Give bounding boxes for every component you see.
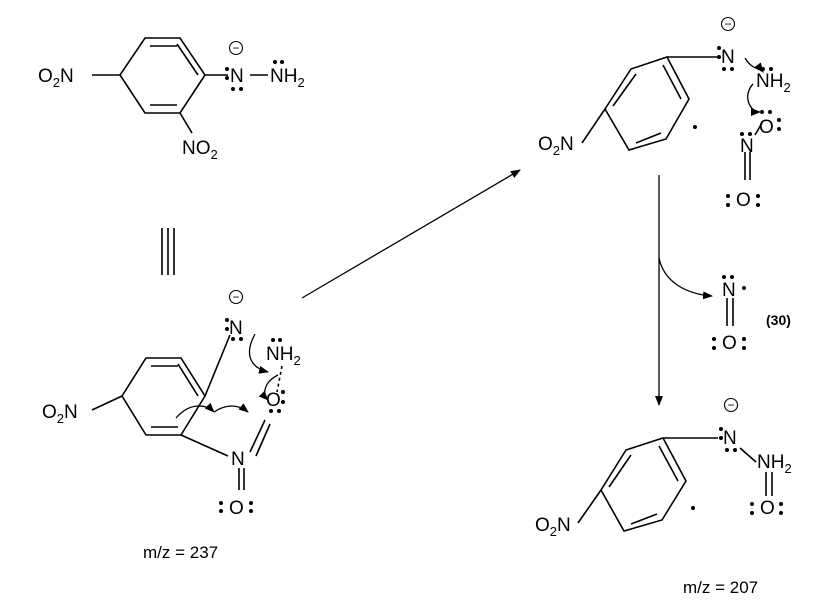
nitrite-oxygen-label: O	[759, 117, 774, 138]
ring-double-bond	[612, 73, 637, 107]
fragment-oxygen-label: O	[722, 333, 737, 354]
benzene-ring	[604, 56, 690, 151]
lone-pair-dots	[712, 275, 746, 350]
bond-n-o	[249, 419, 266, 453]
charge-sign: −	[727, 398, 734, 412]
forming-bond	[276, 365, 283, 393]
nitro-oxygen-label: O	[266, 390, 281, 411]
amino-group-label: NH2	[270, 66, 305, 90]
negative-charge-icon	[228, 40, 244, 56]
nitro-group-label: O2N	[538, 134, 574, 158]
amide-nitrogen-label: N	[721, 47, 735, 68]
mass-to-charge-caption: m/z = 237	[143, 543, 218, 562]
nitrite-oxygen-label: O	[736, 190, 751, 211]
radical-dot	[693, 125, 697, 129]
nitro-nitrogen-label: N	[231, 449, 245, 470]
bond-c-no2	[179, 112, 193, 134]
nitro-group-label: NO2	[182, 138, 218, 162]
lone-pair-dots	[693, 46, 781, 207]
bond-n-o-double	[255, 423, 271, 457]
nitroso-oxygen-label: O	[760, 498, 775, 519]
molecule-product: O2N N NH2 O −	[535, 397, 792, 539]
amino-group-label: NH2	[757, 452, 792, 476]
charge-sign: −	[232, 41, 239, 55]
nitro-group-label: O2N	[42, 402, 78, 426]
nitro-group-label: O2N	[38, 66, 74, 90]
electron-flow-arrows	[744, 57, 764, 116]
negative-charge-icon	[720, 16, 736, 32]
ring-double-bond	[630, 513, 658, 525]
reaction-arrow	[301, 169, 521, 299]
nitrite-nitrogen-label: N	[740, 136, 754, 157]
bond-c-no2	[581, 108, 606, 144]
ring-double-bond	[635, 132, 662, 144]
radical-dot	[691, 506, 695, 510]
benzene-ring	[121, 357, 206, 436]
bond-n-n	[739, 447, 757, 463]
benzene-ring	[600, 437, 687, 532]
ring-double-bond	[176, 43, 199, 76]
benzene-ring	[119, 37, 206, 114]
nitrogen-oxide-fragment: N O (30)	[712, 275, 791, 354]
molecule-dinitrophenylhydrazide-mechanism: O2N N NH2 N O O −	[42, 289, 301, 519]
fragment-nitrogen-label: N	[722, 280, 736, 301]
negative-charge-icon	[228, 289, 244, 305]
amide-nitrogen-label: N	[723, 428, 737, 449]
nitro-oxygen-label: O	[229, 498, 244, 519]
amide-nitrogen-label: N	[230, 66, 244, 87]
amide-nitrogen-label: N	[229, 318, 243, 339]
molecule-intermediate: O2N N NH2 O N O −	[538, 16, 791, 211]
lone-pair-dots	[225, 60, 284, 91]
electron-flow-arrows	[175, 333, 279, 419]
amino-group-label: NH2	[756, 71, 791, 95]
lone-pair-dots	[219, 318, 285, 513]
negative-charge-icon	[723, 397, 739, 413]
mass-to-charge-caption: m/z = 207	[683, 578, 758, 597]
bond-n-o	[754, 122, 763, 136]
ring-double-bond	[658, 445, 679, 482]
bond-c-no2	[180, 434, 229, 457]
ring-double-bond	[662, 64, 682, 100]
loss-arrow	[658, 257, 713, 300]
charge-sign: −	[724, 17, 731, 31]
equivalence-symbol	[161, 228, 175, 275]
fragment-mass-label: (30)	[766, 312, 791, 328]
amino-group-label: NH2	[266, 344, 301, 368]
charge-sign: −	[232, 290, 239, 304]
ring-double-bond	[608, 454, 632, 488]
bond-c-n	[204, 334, 231, 397]
nitro-group-label: O2N	[535, 515, 571, 539]
bond-c-no2	[91, 395, 123, 411]
bond-c-no2	[577, 489, 602, 524]
lone-pair-dots	[691, 427, 783, 515]
ring-double-bond	[177, 363, 199, 397]
molecule-dinitrophenylhydrazide-top: O2N N NH2 NO2 −	[38, 37, 305, 162]
